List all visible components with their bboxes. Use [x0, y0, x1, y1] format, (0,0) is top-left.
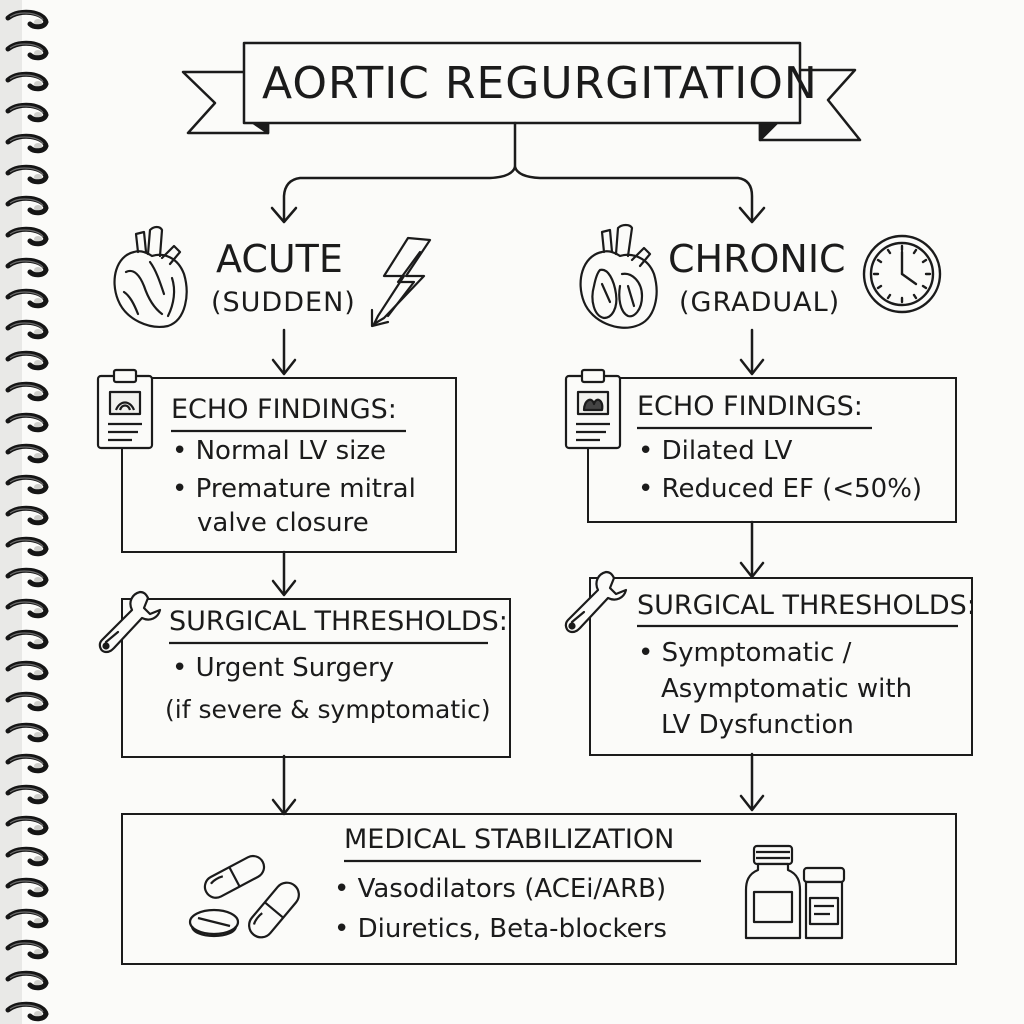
chronic-surgical-item: Asymptomatic with: [661, 674, 913, 704]
chronic-echo-box: [587, 377, 957, 523]
spiral-coil: [5, 753, 49, 774]
medical-heading: MEDICAL STABILIZATION: [344, 824, 675, 855]
clipboard-icon: [564, 368, 622, 450]
acute-echo-item: • Premature mitral: [172, 474, 416, 504]
spiral-coil: [5, 164, 49, 185]
acute-heading: ACUTE: [216, 237, 343, 281]
acute-echo-underline: [171, 429, 406, 433]
medical-item: • Diuretics, Beta-blockers: [334, 914, 667, 944]
page-title: AORTIC REGURGITATION: [262, 58, 818, 109]
chronic-surgical-box: [589, 577, 973, 756]
spiral-coil: [5, 877, 49, 898]
acute-surgical-item: • Urgent Surgery: [172, 653, 395, 683]
acute-echo-heading: ECHO FINDINGS:: [171, 394, 397, 425]
spiral-coil: [5, 9, 49, 30]
spiral-coil: [5, 288, 49, 309]
acute-subheading: (SUDDEN): [211, 287, 356, 318]
chronic-subheading: (GRADUAL): [679, 287, 841, 318]
spiral-coil: [5, 567, 49, 588]
spiral-coil: [5, 319, 49, 340]
acute-surgical-item: (if severe & symptomatic): [165, 695, 491, 724]
spiral-coil: [5, 71, 49, 92]
spiral-coil: [5, 195, 49, 216]
spiral-binding: [5, 9, 49, 1022]
chronic-surgical-heading: SURGICAL THRESHOLDS:: [637, 590, 976, 621]
lightning-icon: [370, 236, 432, 328]
spiral-coil: [5, 815, 49, 836]
acute-echo-box: [121, 377, 457, 553]
spiral-coil: [5, 257, 49, 278]
chronic-surgical-item: • Symptomatic /: [638, 638, 852, 668]
spiral-coil: [5, 660, 49, 681]
heart-icon: [113, 225, 188, 328]
chronic-echo-heading: ECHO FINDINGS:: [637, 391, 863, 422]
spiral-coil: [5, 381, 49, 402]
spiral-coil: [5, 846, 49, 867]
chronic-surgical-item: LV Dysfunction: [661, 710, 854, 740]
spiral-coil: [5, 722, 49, 743]
spiral-coil: [5, 474, 49, 495]
spiral-coil: [5, 598, 49, 619]
spiral-coil: [5, 691, 49, 712]
wrench-icon: [98, 590, 162, 654]
wrench-icon: [564, 570, 628, 634]
spiral-coil: [5, 1001, 49, 1022]
spiral-coil: [5, 40, 49, 61]
spiral-coil: [5, 505, 49, 526]
medical-box: [121, 813, 957, 965]
acute-surgical-box: [121, 598, 511, 758]
spiral-coil: [5, 102, 49, 123]
pills-icon: [188, 854, 300, 939]
chronic-echo-item: • Dilated LV: [638, 436, 793, 466]
medical-underline: [344, 859, 701, 863]
chronic-echo-item: • Reduced EF (<50%): [638, 474, 923, 504]
spiral-coil: [5, 443, 49, 464]
spiral-coil: [5, 784, 49, 805]
heart-anatomy-icon: [579, 223, 658, 329]
acute-echo-item: valve closure: [197, 508, 369, 538]
spiral-coil: [5, 939, 49, 960]
acute-echo-item: • Normal LV size: [172, 436, 387, 466]
medicine-bottle-icon: [744, 844, 846, 940]
acute-surgical-heading: SURGICAL THRESHOLDS:: [169, 606, 508, 637]
spiral-coil: [5, 412, 49, 433]
spiral-coil: [5, 629, 49, 650]
spiral-coil: [5, 908, 49, 929]
clipboard-icon: [96, 368, 154, 450]
acute-surgical-underline: [169, 641, 488, 645]
chronic-surgical-underline: [637, 624, 958, 628]
clock-icon: [862, 234, 942, 314]
spiral-coil: [5, 350, 49, 371]
spiral-coil: [5, 970, 49, 991]
spiral-coil: [5, 536, 49, 557]
medical-item: • Vasodilators (ACEi/ARB): [334, 874, 667, 904]
chronic-echo-underline: [637, 426, 872, 430]
spiral-coil: [5, 133, 49, 154]
spiral-coil: [5, 226, 49, 247]
chronic-heading: CHRONIC: [668, 237, 846, 281]
